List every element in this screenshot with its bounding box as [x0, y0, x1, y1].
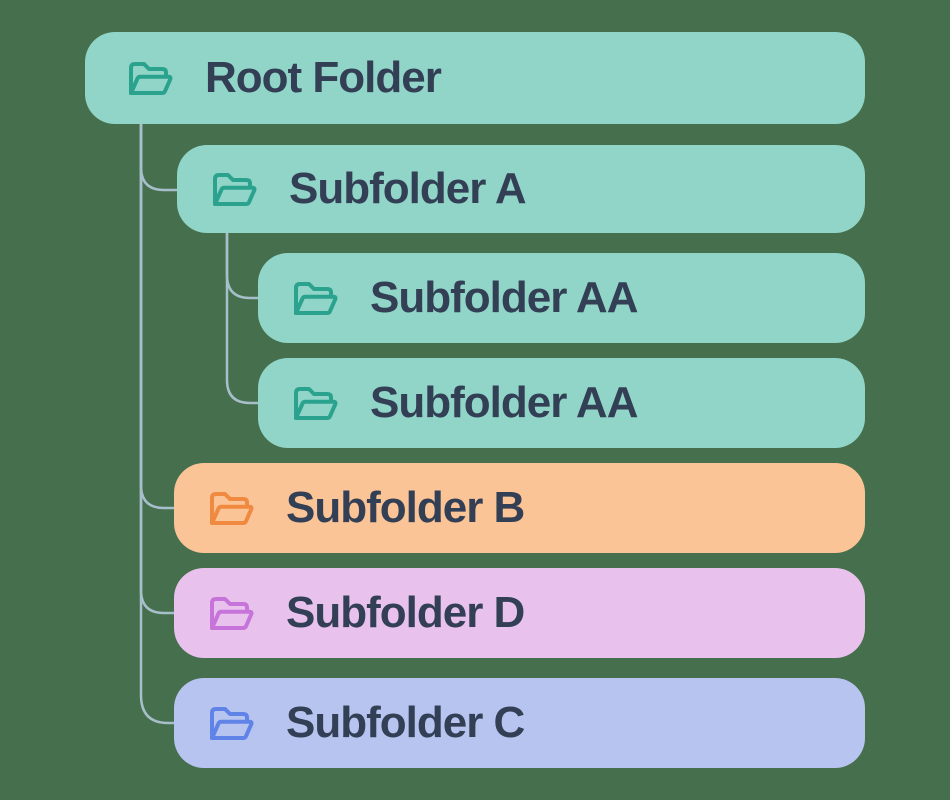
tree-node-subfolder-c: Subfolder C — [174, 678, 865, 768]
tree-node-subfolder-b: Subfolder B — [174, 463, 865, 553]
folder-label: Subfolder AA — [370, 273, 638, 322]
folder-label: Root Folder — [205, 53, 442, 102]
open-folder-icon — [206, 487, 256, 529]
open-folder-icon — [206, 702, 256, 744]
tree-node-subfolder-aa-2: Subfolder AA — [258, 358, 865, 448]
folder-label: Subfolder B — [286, 483, 525, 532]
open-folder-icon — [125, 57, 175, 99]
connector-a-to-aa2 — [225, 231, 261, 405]
tree-node-root-folder: Root Folder — [85, 32, 865, 124]
open-folder-icon — [206, 592, 256, 634]
open-folder-icon — [209, 168, 259, 210]
folder-label: Subfolder A — [289, 164, 527, 213]
folder-label: Subfolder AA — [370, 378, 638, 427]
tree-node-subfolder-aa-1: Subfolder AA — [258, 253, 865, 343]
connector-a-to-aa1 — [225, 231, 261, 300]
open-folder-icon — [290, 277, 340, 319]
folder-label: Subfolder D — [286, 588, 525, 637]
connector-root-to-d — [139, 122, 177, 615]
folder-label: Subfolder C — [286, 698, 525, 747]
tree-node-subfolder-a: Subfolder A — [177, 145, 865, 233]
connector-root-to-c — [139, 122, 177, 725]
open-folder-icon — [290, 382, 340, 424]
connector-root-to-a — [139, 122, 180, 192]
tree-node-subfolder-d: Subfolder D — [174, 568, 865, 658]
connector-root-to-b — [139, 122, 177, 510]
